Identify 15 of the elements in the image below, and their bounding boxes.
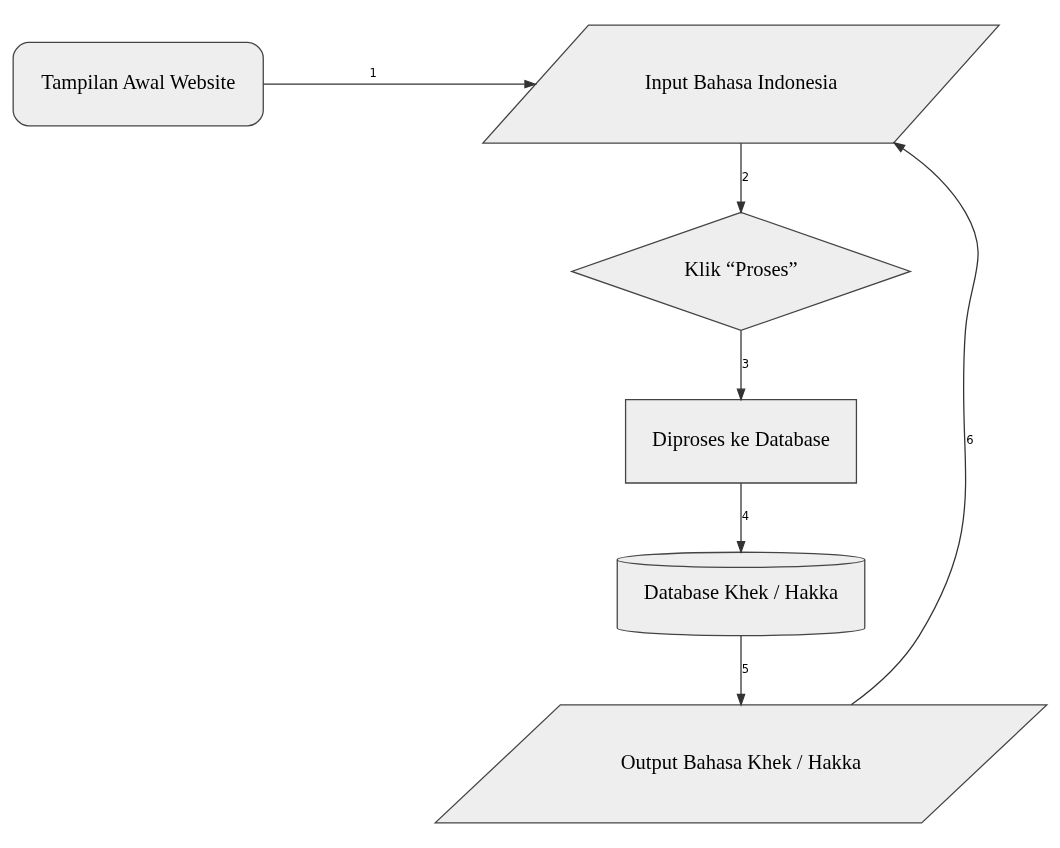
arrow [736, 142, 746, 215]
edge-label: 3 [741, 356, 750, 371]
arrow [736, 330, 746, 402]
node-box: Diproses ke Database [624, 399, 858, 484]
arrow [850, 141, 979, 706]
arrow [262, 79, 538, 89]
edge-label: 4 [741, 509, 750, 524]
node-diamond: Klik “Proses” [569, 211, 913, 332]
edge-label: 1 [369, 65, 377, 80]
node-box: Tampilan Awal Website [12, 41, 264, 127]
arrow [736, 635, 746, 707]
edge-label: 5 [741, 662, 750, 677]
edge-label: 6 [966, 433, 974, 448]
arrow [736, 482, 746, 554]
edge-label: 2 [741, 169, 750, 184]
